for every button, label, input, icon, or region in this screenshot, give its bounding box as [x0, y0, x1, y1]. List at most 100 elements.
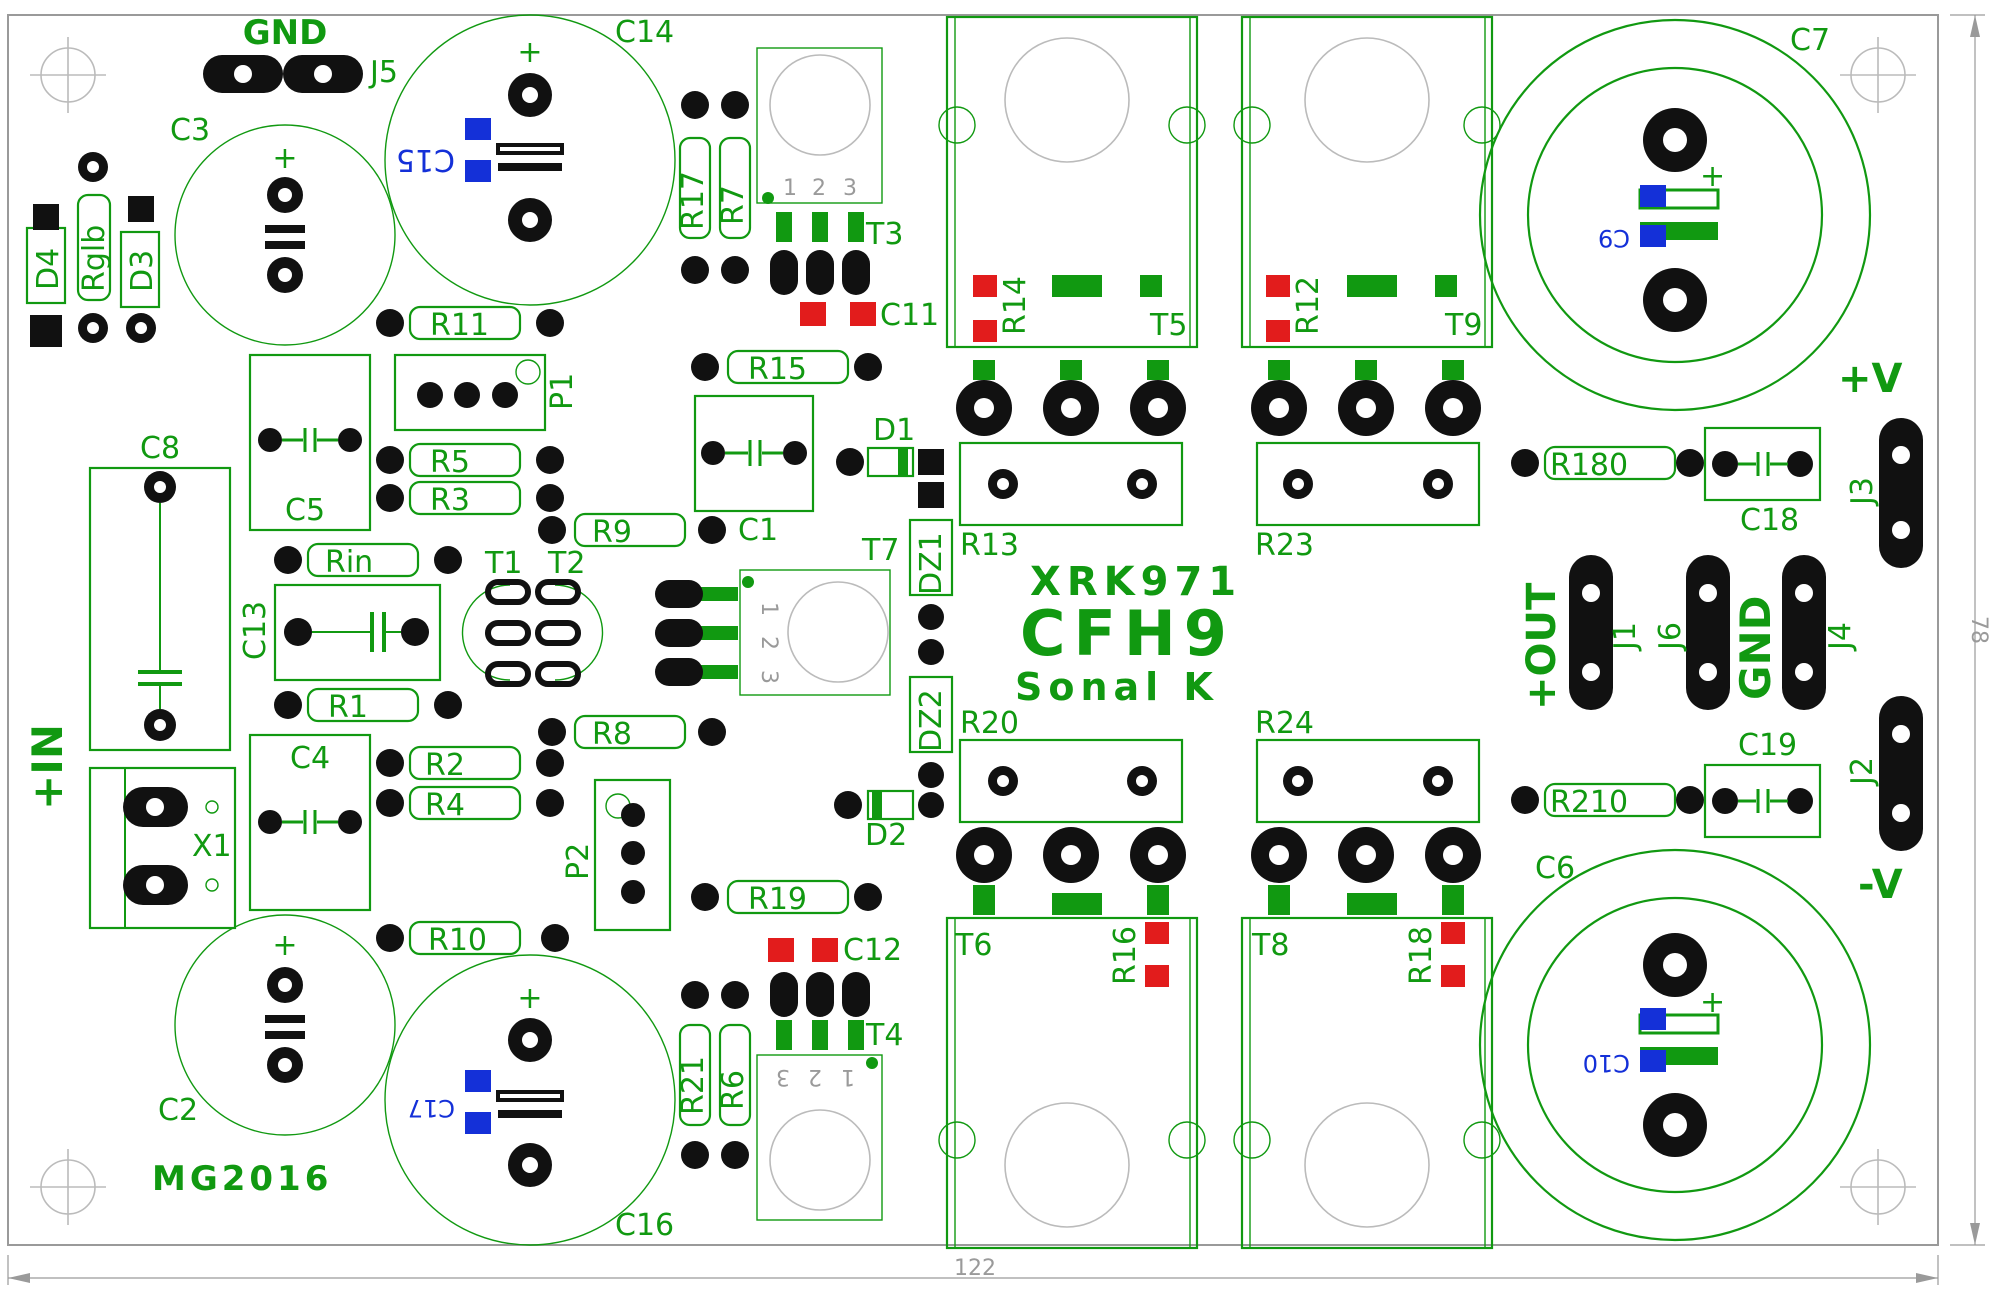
svg-text:T7: T7: [861, 533, 899, 568]
c10-label: C10: [1583, 1049, 1630, 1077]
resistor-r1: R1: [274, 687, 462, 725]
trimmer-p1: P1: [393, 353, 580, 432]
board-name: CFH9: [1020, 597, 1235, 670]
transistor-t3: 1 2 3 T3: [756, 47, 903, 295]
svg-text:DZ2: DZ2: [914, 689, 949, 752]
svg-text:R2: R2: [425, 748, 465, 783]
resistor-rglb: Rglb: [76, 152, 112, 343]
gnd-right-label: GND: [1731, 596, 1780, 701]
diode-d2: D2: [834, 789, 944, 853]
width-dimension-label: 122: [954, 1256, 996, 1281]
trimmer-p2: P2: [561, 778, 672, 932]
svg-text:1: 1: [783, 176, 797, 201]
svg-text:J4: J4: [1823, 622, 1858, 652]
c9-label: C9: [1598, 224, 1630, 252]
diode-d3: D3: [119, 196, 161, 343]
transistor-t7: 1 2 3 T7: [655, 533, 899, 696]
svg-text:X1: X1: [192, 829, 232, 864]
resistor-r20: R20: [958, 706, 1184, 824]
transistor-t6: T6 R16: [938, 827, 1206, 1250]
svg-text:T6: T6: [954, 928, 992, 963]
resistor-r4: R4: [376, 785, 564, 823]
capacitor-c7: + C7 C9: [1478, 18, 1872, 412]
svg-text:+: +: [517, 35, 542, 70]
svg-text:+: +: [517, 981, 542, 1016]
resistor-r6: R6: [716, 981, 752, 1169]
svg-text:C4: C4: [290, 741, 330, 776]
svg-text:R5: R5: [430, 445, 470, 480]
svg-text:R180: R180: [1550, 448, 1628, 483]
resistor-r210: R210: [1511, 782, 1704, 820]
diode-d1: D1: [836, 413, 944, 478]
svg-text:Rin: Rin: [325, 545, 373, 580]
resistor-r17: R17: [676, 91, 712, 284]
mounting-hole-top-right: [1840, 37, 1916, 113]
zener-dz2: DZ2: [908, 639, 954, 788]
plus-v-label: +V: [1838, 356, 1903, 402]
svg-text:J3: J3: [1845, 477, 1880, 507]
svg-text:C1: C1: [738, 513, 778, 548]
svg-text:R21: R21: [676, 1056, 711, 1115]
zener-dz1: DZ1: [908, 482, 954, 630]
svg-text:R18: R18: [1404, 926, 1439, 985]
svg-text:R3: R3: [430, 483, 470, 518]
svg-text:C12: C12: [843, 933, 902, 968]
svg-text:3: 3: [843, 176, 857, 201]
svg-text:R9: R9: [592, 515, 632, 550]
resistor-r23: R23: [1255, 441, 1481, 563]
svg-text:T9: T9: [1444, 308, 1482, 343]
svg-text:R17: R17: [676, 171, 711, 230]
svg-text:R16: R16: [1108, 926, 1143, 985]
smd-capacitor-c11: C11: [800, 298, 939, 333]
svg-text:C16: C16: [615, 1208, 674, 1243]
transistor-t8: T8 R18: [1233, 827, 1501, 1250]
svg-text:C13: C13: [238, 601, 273, 660]
svg-text:T3: T3: [865, 217, 903, 252]
resistor-r7: R7: [716, 91, 752, 284]
mounting-hole-bottom-left: [30, 1149, 106, 1225]
diode-d4: D4: [25, 204, 67, 347]
svg-text:T2: T2: [547, 546, 585, 581]
svg-text:R6: R6: [716, 1070, 751, 1110]
c15-label: C15: [396, 142, 455, 177]
svg-text:2: 2: [756, 636, 781, 650]
resistor-r3: R3: [376, 480, 564, 518]
resistor-r180: R180: [1511, 445, 1704, 483]
connector-j3: J3: [1845, 418, 1923, 568]
board-code: XRK971: [1030, 559, 1242, 605]
capacitor-c14: + C14 C15: [384, 14, 676, 306]
capacitor-c1: C1: [693, 394, 815, 548]
board-author: Sonal K: [1015, 665, 1219, 709]
svg-text:1: 1: [756, 602, 781, 616]
svg-text:R13: R13: [960, 528, 1019, 563]
transistor-t1: T1: [461, 546, 531, 687]
capacitor-c5: C5: [248, 353, 372, 532]
resistor-r8: R8: [538, 714, 726, 752]
svg-text:R11: R11: [430, 308, 489, 343]
svg-text:+: +: [1700, 985, 1725, 1020]
minus-v-label: -V: [1858, 862, 1903, 908]
transistor-t2: T2: [535, 546, 604, 687]
in-plus-label: +IN: [23, 724, 72, 810]
svg-text:C11: C11: [880, 298, 939, 333]
capacitor-c8: C8: [88, 431, 232, 752]
svg-text:+: +: [1700, 159, 1725, 194]
capacitor-c4: C4: [248, 733, 372, 912]
capacitor-c19: C19: [1703, 728, 1822, 839]
svg-text:R10: R10: [428, 923, 487, 958]
svg-text:C6: C6: [1535, 851, 1575, 886]
height-dimension-label: 78: [1966, 616, 1991, 644]
maker-label: MG2016: [152, 1159, 332, 1199]
svg-text:T8: T8: [1251, 928, 1289, 963]
c17-label: C17: [408, 1094, 455, 1122]
capacitor-c2: + C2: [158, 914, 396, 1136]
svg-text:C18: C18: [1740, 503, 1799, 538]
c3-label: C3: [170, 113, 210, 148]
resistor-r11: R11: [376, 305, 564, 343]
svg-text:R1: R1: [328, 690, 368, 725]
c14-label: C14: [615, 15, 674, 50]
svg-text:R4: R4: [425, 788, 465, 823]
resistor-r21: R21: [676, 981, 712, 1169]
resistor-r13: R13: [958, 441, 1184, 563]
svg-text:P1: P1: [545, 373, 580, 410]
